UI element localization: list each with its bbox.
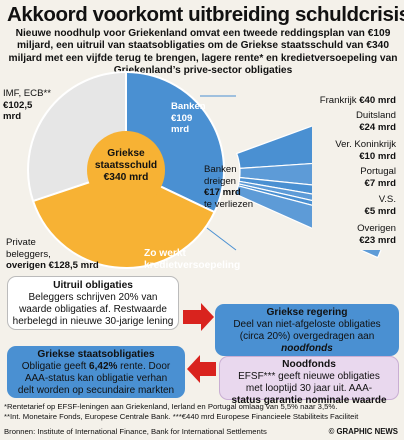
arrow-left [187, 355, 216, 383]
intro-text: Nieuwe noodhulp voor Griekenland omvat e… [8, 28, 398, 77]
box-greek-bonds: Griekse staatsobligaties Obligatie geeft… [7, 346, 185, 398]
pie-slice-private-investors [31, 168, 216, 269]
breakdown-germany: Duitsland€24 mrd [356, 110, 396, 133]
breakdown-portugal: Portugal€7 mrd [360, 166, 396, 189]
pie-center-disc [87, 131, 165, 209]
graphic-news-logo: © GRAPHIC NEWS [328, 427, 398, 436]
footnote-rate: *Rentetarief op EFSF-leningen aan Grieke… [4, 402, 338, 411]
breakdown-uk: Ver. Koninkrijk€10 mrd [335, 139, 396, 162]
breakdown-us: V.S.€5 mrd [364, 194, 396, 217]
box-emergency-fund: Noodfonds EFSF*** geeft nieuwe obligatie… [219, 356, 399, 406]
breakdown-france: Frankrijk €40 mrd [319, 95, 396, 106]
sources: Bronnen: Institute of International Fina… [4, 427, 267, 436]
connector-bottom [206, 227, 237, 251]
box-greek-government: Griekse regering Deel van niet-afgeloste… [215, 304, 399, 356]
box-bond-swap: Uitruil obligaties Beleggers schrijven 2… [7, 276, 179, 330]
footnote-abbreviations: **Int. Monetaire Fonds, Europese Central… [4, 412, 359, 421]
bank-breakdown-fan [234, 90, 404, 259]
arrow-right [183, 303, 214, 331]
page-title: Akkoord voorkomt uitbreiding schuldcrisi… [7, 3, 404, 26]
breakdown-other: Overigen€23 mrd [357, 223, 396, 246]
label-backdrop [312, 90, 404, 250]
